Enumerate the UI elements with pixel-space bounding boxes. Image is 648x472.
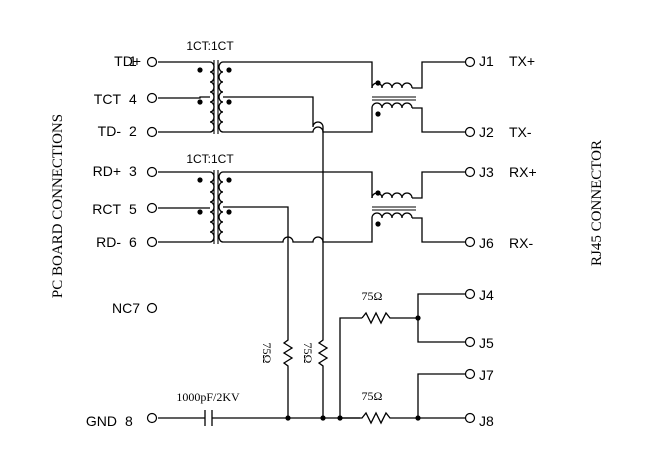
wire-rx-minus-to-choke: [223, 218, 373, 243]
transformer-ratio-top: 1CT:1CT: [186, 39, 234, 53]
tx-transformer: [197, 60, 232, 134]
wire-j4: [417, 293, 465, 318]
resistor-vertical-right-label: 75Ω: [301, 343, 315, 364]
wire-tx-secondary-ct: [223, 96, 324, 258]
pin-j3-label: J3: [479, 164, 494, 180]
pin-td-minus-label: TD-: [98, 123, 122, 139]
pin-td-minus-terminal: [146, 126, 158, 138]
wire-riser-upper: [339, 317, 362, 418]
pin-rd-minus-number: 6: [129, 234, 137, 250]
wire-tct: [158, 96, 210, 99]
tx-secondary-polarity-dot: [226, 67, 232, 73]
pin-j7-terminal: [464, 368, 476, 380]
pin-j1-label: J1: [479, 53, 494, 69]
wire-rx-secondary-ct: [223, 206, 289, 258]
wire-j3: [412, 171, 465, 199]
pin-nc7-label: NC7: [112, 300, 140, 316]
tx-choke-coil-bottom: [371, 102, 413, 109]
resistor-lower-label: 75Ω: [362, 389, 383, 403]
tx-choke: [371, 80, 416, 117]
wire-j7: [417, 373, 465, 418]
pin-j8-label: J8: [479, 413, 494, 429]
pin-tct-number: 4: [129, 91, 137, 107]
pin-rd-minus-label: RD-: [96, 234, 121, 250]
pin-rct-terminal: [146, 202, 158, 214]
resistor-vertical-left-label: 75Ω: [260, 343, 274, 364]
pin-rct-label: RCT: [92, 201, 121, 217]
rx-secondary-polarity-dot: [226, 177, 232, 183]
pin-gnd-terminal: [146, 412, 158, 424]
pin-gnd-label: GND: [86, 413, 117, 429]
pin-j1-signal: TX+: [509, 53, 535, 69]
pin-j4-label: J4: [479, 287, 494, 303]
rx-primary-coil: [209, 171, 215, 243]
capacitor-label: 1000pF/2KV: [176, 390, 240, 404]
pin-rd-plus-label: RD+: [93, 163, 121, 179]
tx-primary-ct-dot: [197, 99, 203, 105]
wire-tx-minus-to-choke: [223, 108, 373, 133]
pin-rd-plus-number: 3: [129, 163, 137, 179]
pin-j8-terminal: [464, 412, 476, 424]
junction-gnd-right: [320, 415, 326, 421]
pin-j2-terminal: [464, 126, 476, 138]
pin-j7-label: J7: [479, 367, 494, 383]
wire-j5: [417, 318, 465, 343]
pin-j5-terminal: [464, 336, 476, 348]
rx-primary-polarity-dot: [197, 177, 203, 183]
tx-secondary-coil: [218, 61, 224, 133]
pin-td-plus-number: 1: [129, 53, 137, 69]
resistor-lower-horizontal: [340, 411, 418, 425]
tx-primary-coil: [209, 61, 215, 133]
rx-secondary-coil: [218, 171, 224, 243]
tx-secondary-ct-dot: [226, 99, 232, 105]
left-side-label: PC BOARD CONNECTIONS: [50, 114, 66, 298]
tx-primary-polarity-dot: [197, 67, 203, 73]
junction-gnd-left: [285, 415, 291, 421]
pin-j5-label: J5: [479, 335, 494, 351]
pin-j6-terminal: [464, 236, 476, 248]
pin-j3-terminal: [464, 166, 476, 178]
pin-td-plus-label: TD+: [114, 53, 141, 69]
pin-j4-terminal: [464, 288, 476, 300]
wire-j1: [412, 61, 465, 89]
transformer-ratio-bottom: 1CT:1CT: [186, 152, 234, 166]
pin-j2-signal: TX-: [509, 124, 532, 140]
rx-primary-ct-dot: [197, 209, 203, 215]
resistor-vertical-right: [317, 258, 329, 418]
pin-tct-terminal: [146, 92, 158, 104]
rx-choke: [371, 190, 416, 227]
rx-transformer: [197, 170, 232, 244]
pin-td-minus-number: 2: [129, 123, 137, 139]
resistor-upper-horizontal: [361, 311, 418, 325]
capacitor-1000pf: [204, 410, 213, 426]
wire-j2: [412, 107, 465, 133]
tx-choke-dot-top: [375, 80, 381, 86]
wire-rx-plus-to-choke: [223, 171, 373, 198]
pin-rd-plus-terminal: [146, 166, 158, 178]
pin-gnd-number: 8: [125, 413, 133, 429]
pin-tct-label: TCT: [94, 91, 122, 107]
resistor-upper-label: 75Ω: [362, 289, 383, 303]
wire-tx-plus-to-choke: [223, 61, 373, 88]
rx-choke-dot-top: [375, 190, 381, 196]
pin-rct-number: 5: [129, 201, 137, 217]
pin-j3-signal: RX+: [509, 164, 537, 180]
pin-j2-label: J2: [479, 124, 494, 140]
pin-td-plus-terminal: [146, 56, 158, 68]
pin-j6-signal: RX-: [509, 235, 533, 251]
wire-j6: [412, 217, 465, 243]
rx-choke-coil-bottom: [371, 212, 413, 219]
tx-choke-dot-bottom: [375, 111, 381, 117]
pin-j6-label: J6: [479, 235, 494, 251]
resistor-vertical-left: [282, 258, 294, 418]
right-side-label: RJ45 CONNECTOR: [589, 140, 605, 266]
pin-nc7-terminal: [146, 302, 158, 314]
pin-rd-minus-terminal: [146, 236, 158, 248]
pin-j1-terminal: [464, 56, 476, 68]
rx-secondary-ct-dot: [226, 209, 232, 215]
rx-choke-dot-bottom: [375, 221, 381, 227]
